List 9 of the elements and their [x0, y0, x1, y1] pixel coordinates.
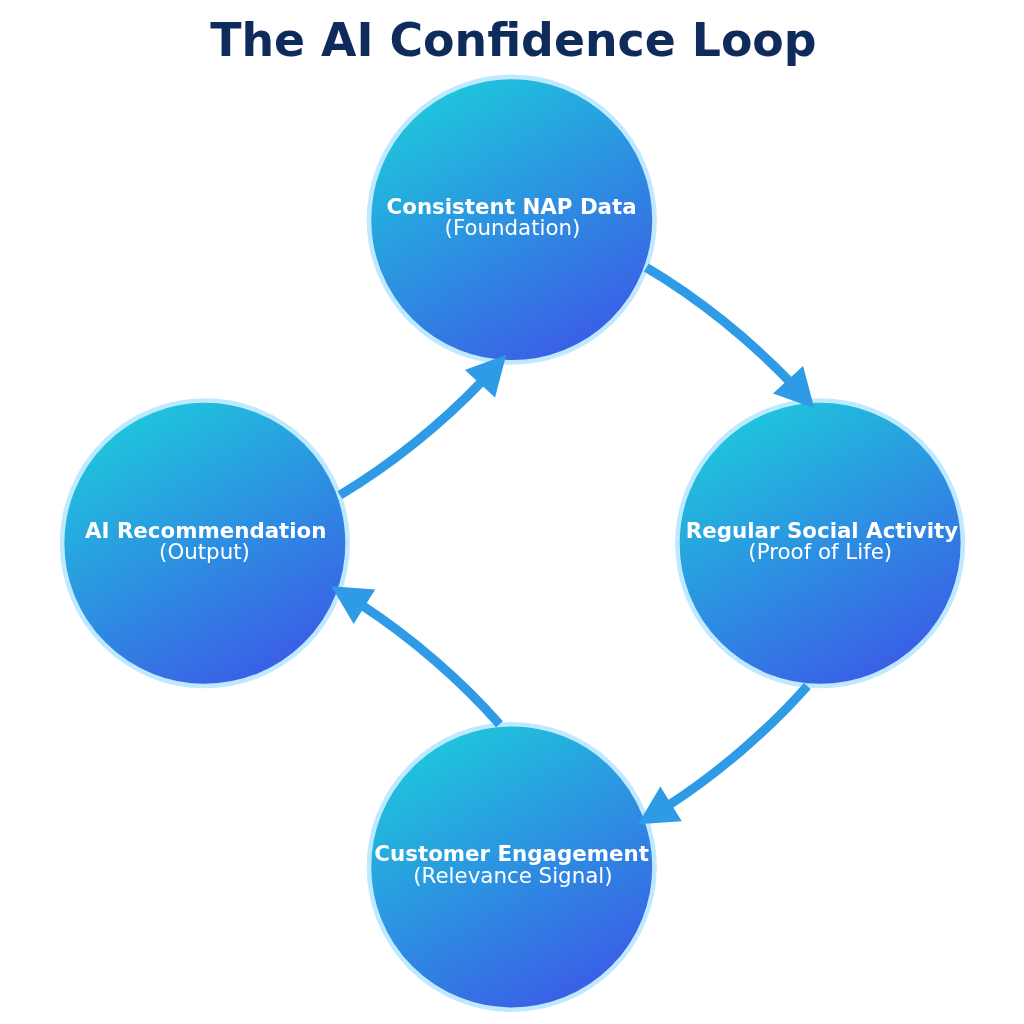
node-circle: Regular Social Activity (Proof of Life): [674, 398, 965, 689]
arrow: [643, 263, 814, 409]
arrow: [337, 354, 506, 499]
diagram-title: The AI Confidence Loop: [209, 12, 817, 67]
node-circle: Consistent NAP Data (Foundation): [366, 74, 657, 365]
node-circle: Customer Engagement (Relevance Signal): [366, 721, 657, 1012]
node-circle: AI Recommendation (Output): [59, 398, 350, 689]
arrow: [330, 586, 503, 728]
arrow: [637, 682, 811, 825]
